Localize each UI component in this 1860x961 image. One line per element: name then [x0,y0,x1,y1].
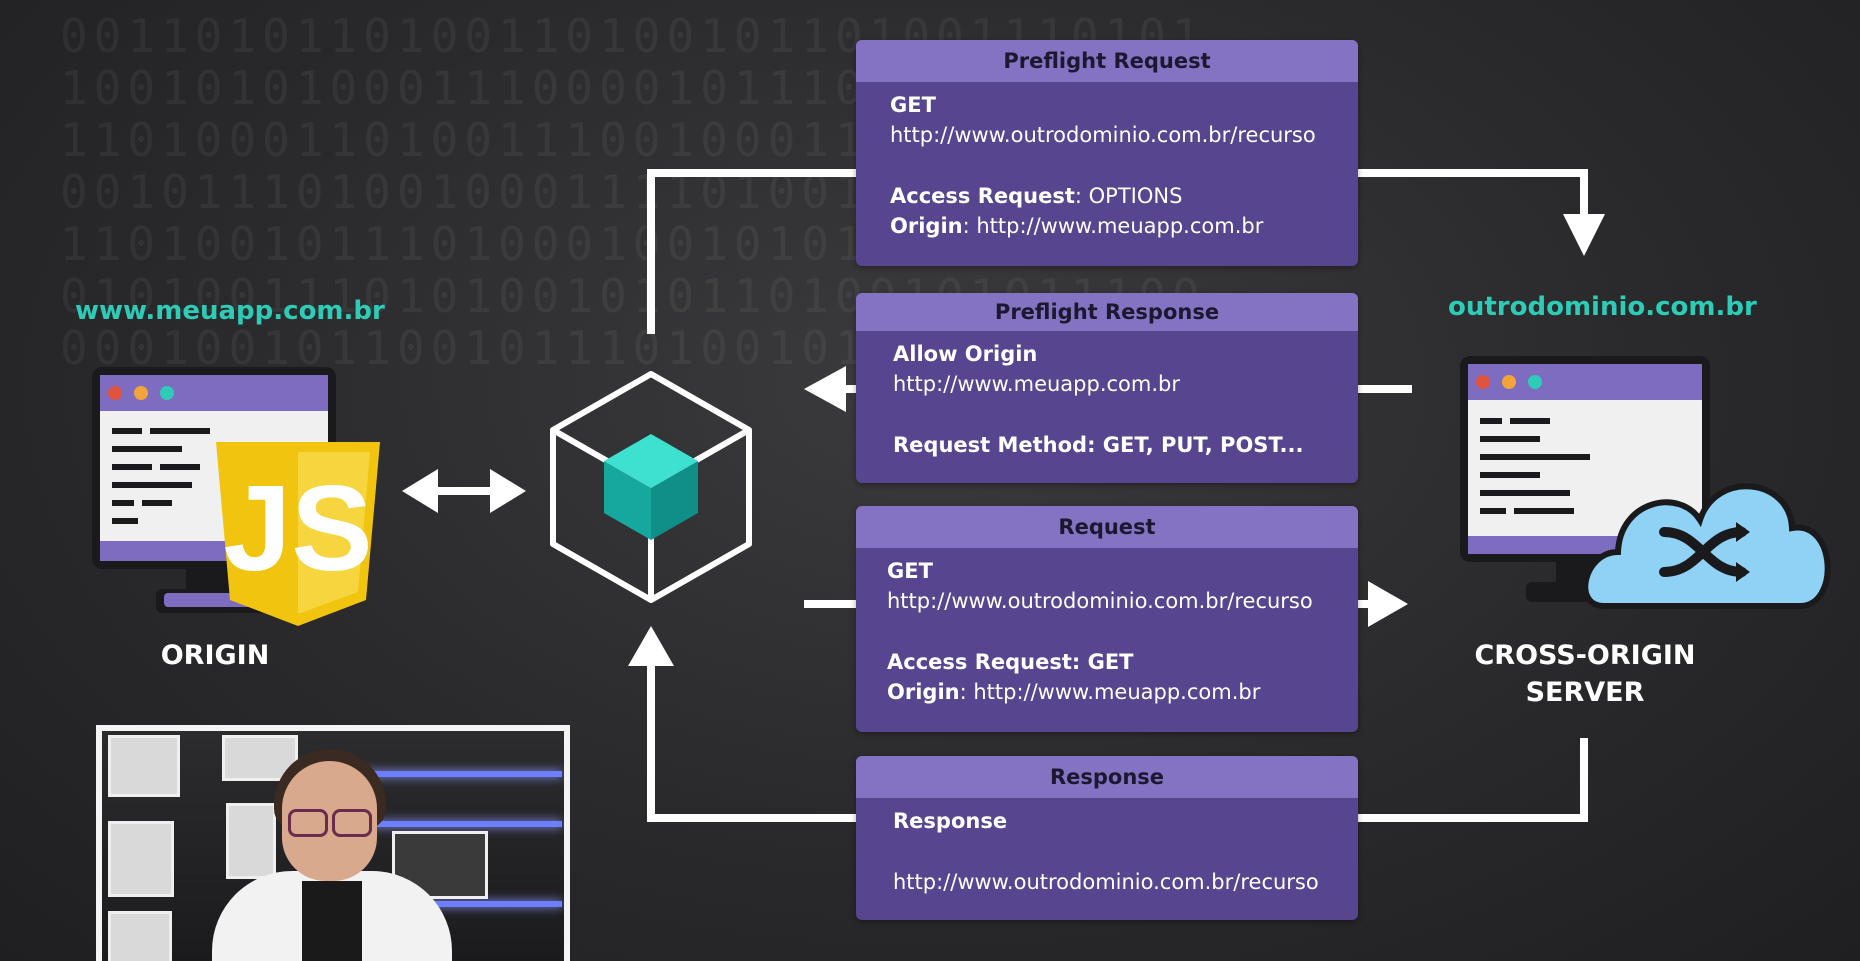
presenter-webcam [96,725,570,961]
arrow-left-to-origin [402,469,438,513]
access-request-line: Access Request: GET [887,650,1134,674]
svg-text:JS: JS [223,460,372,596]
server-label: CROSS-ORIGIN SERVER [1460,637,1710,711]
request-method: GET [887,559,933,583]
origin-label: ORIGIN [160,640,270,671]
arrow-left-to-proxy [804,366,846,412]
request-url: http://www.outrodominio.com.br/recurso [890,123,1316,147]
arrow-right-to-proxy [490,469,526,513]
response-heading: Response [893,809,1008,833]
arrow-right-to-server [1368,581,1408,627]
card-title: Response [856,756,1358,798]
arrow-down-to-server [1563,214,1605,256]
origin-line: Origin: http://www.meuapp.com.br [890,214,1264,238]
preflight-request-card: Preflight Request GET http://www.outrodo… [856,40,1358,266]
allow-origin-key: Allow Origin [893,342,1038,366]
allow-origin-value: http://www.meuapp.com.br [893,372,1180,396]
card-title: Preflight Request [856,40,1358,82]
cube-icon [550,371,752,603]
origin-host-label: www.meuapp.com.br [75,296,385,326]
response-url: http://www.outrodominio.com.br/recurso [893,870,1319,894]
access-request-line: Access Request: OPTIONS [890,184,1183,208]
card-title: Preflight Response [856,293,1358,331]
arrow-up-to-proxy [628,626,674,666]
request-method: GET [890,93,936,117]
card-title: Request [856,506,1358,548]
origin-line: Origin: http://www.meuapp.com.br [887,680,1261,704]
request-url: http://www.outrodominio.com.br/recurso [887,589,1313,613]
server-host-label: outrodominio.com.br [1448,292,1757,322]
request-card: Request GET http://www.outrodominio.com.… [856,506,1358,732]
javascript-shield-icon: JS [216,442,380,626]
server-label-line1: CROSS-ORIGIN [1474,640,1696,671]
server-label-line2: SERVER [1525,677,1645,708]
response-card: Response Response http://www.outrodomini… [856,756,1358,920]
request-methods: Request Method: GET, PUT, POST... [893,433,1304,457]
cloud-shuffle-icon [1582,483,1831,609]
preflight-response-card: Preflight Response Allow Origin http://w… [856,293,1358,483]
